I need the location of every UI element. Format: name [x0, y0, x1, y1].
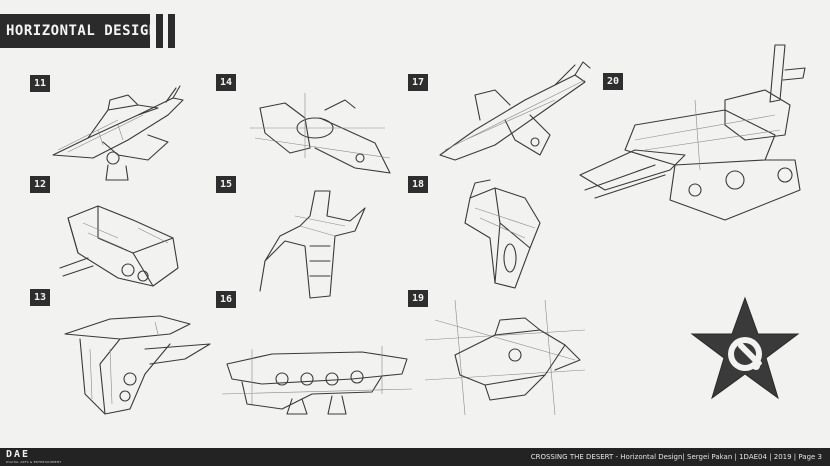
ship-sketch-16 — [221, 334, 413, 419]
sketch-number-badge: 19 — [408, 290, 428, 307]
ship-sketch-18 — [455, 178, 550, 293]
ship-sketch-15 — [255, 186, 370, 306]
ship-sketch-12 — [58, 198, 188, 293]
title-banner: Horizontal Design — [0, 14, 157, 48]
sketch-number-badge: 20 — [603, 73, 623, 90]
footer-credits: CROSSING THE DESERT - Horizontal Design|… — [530, 453, 822, 461]
page-title: Horizontal Design — [6, 23, 158, 39]
sketch-number-badge: 17 — [408, 74, 428, 91]
ship-sketch-20 — [575, 40, 810, 225]
sketch-number-badge: 12 — [30, 176, 50, 193]
title-accent-bar — [156, 14, 163, 48]
ship-sketch-14 — [245, 88, 395, 183]
sketch-number-badge: 14 — [216, 74, 236, 91]
ship-sketch-11 — [48, 80, 193, 185]
ship-sketch-13 — [60, 304, 215, 424]
sketch-number-badge: 13 — [30, 289, 50, 306]
ship-sketch-19 — [424, 299, 586, 416]
title-accent-bar — [168, 14, 175, 48]
sketch-number-badge: 18 — [408, 176, 428, 193]
ship-sketch-17 — [435, 60, 595, 170]
sketch-number-badge: 16 — [216, 291, 236, 308]
star-wrench-icon — [688, 296, 802, 404]
footer-bar: DAE DIGITAL ARTS & ENTERTAINMENT CROSSIN… — [0, 448, 830, 466]
logo-text: DAE — [6, 449, 31, 460]
sketch-number-badge: 15 — [216, 176, 236, 193]
sketch-number-badge: 11 — [30, 75, 50, 92]
dae-logo: DAE DIGITAL ARTS & ENTERTAINMENT — [6, 449, 62, 465]
logo-subtitle: DIGITAL ARTS & ENTERTAINMENT — [6, 460, 62, 464]
